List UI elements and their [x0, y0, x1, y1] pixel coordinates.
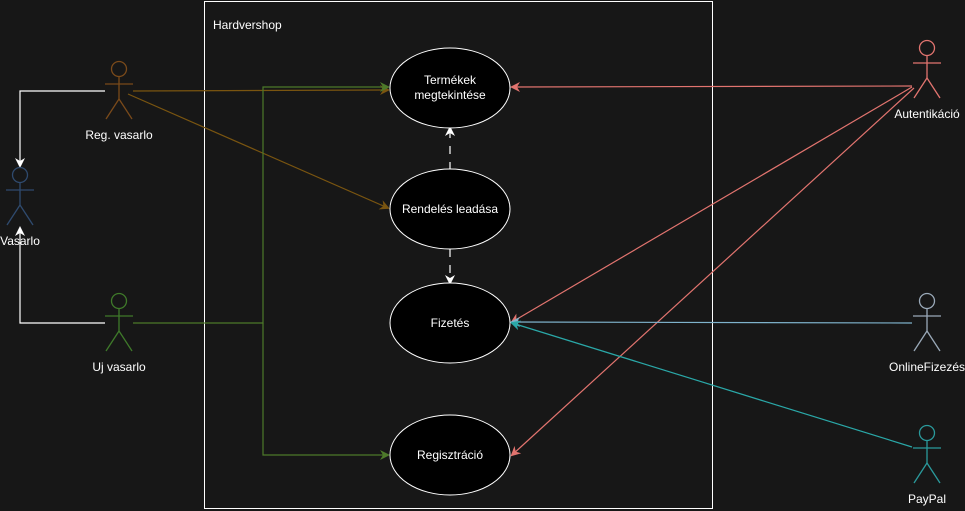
actor-left-leg — [6, 204, 21, 226]
actor-head — [918, 39, 936, 57]
actor-autentikacio-label: Autentikáció — [894, 107, 960, 121]
use-case-rendeles-label: Rendelés leadása — [402, 202, 498, 216]
actor-right-leg — [118, 98, 133, 120]
use-case-termekek-megtekintese[interactable]: Termékek megtekintése — [389, 47, 511, 129]
edge-reg-vasarlo-to-vasarlo[interactable] — [15, 90, 105, 168]
actor-head — [110, 292, 128, 310]
actor-left-leg — [913, 330, 928, 352]
edge-auth-to-regisztracio[interactable] — [510, 87, 915, 457]
actor-head — [918, 292, 936, 310]
use-case-termekek-label-line2: megtekintése — [414, 88, 486, 102]
system-title: Hardvershop — [213, 18, 282, 32]
actor-reg-vasarlo[interactable] — [105, 60, 133, 120]
actor-online-fizetes-label: OnlineFizezés — [889, 360, 965, 374]
actor-left-leg — [913, 462, 928, 484]
use-case-regisztracio[interactable]: Regisztráció — [389, 414, 511, 496]
actor-right-leg — [926, 330, 941, 352]
actor-right-leg — [118, 330, 133, 352]
edge-uj-to-regisztracio[interactable] — [262, 323, 390, 460]
actor-paypal[interactable] — [913, 424, 941, 484]
use-case-regisztracio-label: Regisztráció — [417, 448, 483, 462]
use-case-fizetes-label: Fizetés — [431, 316, 470, 330]
use-case-fizetes[interactable]: Fizetés — [389, 282, 511, 364]
actor-left-leg — [105, 330, 120, 352]
actor-vasarlo[interactable] — [6, 166, 34, 226]
use-case-termekek-label-line1: Termékek — [424, 73, 477, 87]
edge-reg-to-rendeles[interactable] — [127, 93, 390, 210]
edge-uj-to-termekek[interactable] — [133, 82, 390, 324]
actor-paypal-label: PayPal — [908, 492, 946, 506]
actor-right-leg — [19, 204, 34, 226]
edge-paypal-to-fizetes[interactable] — [510, 320, 913, 448]
actor-head — [918, 424, 936, 442]
actor-left-leg — [913, 77, 928, 99]
edge-auth-to-fizetes[interactable] — [510, 86, 913, 324]
actor-uj-vasarlo[interactable] — [105, 292, 133, 352]
actor-right-leg — [926, 462, 941, 484]
actor-online-fizetes[interactable] — [913, 292, 941, 352]
edge-uj-vasarlo-to-vasarlo[interactable] — [15, 226, 105, 324]
actor-autentikacio[interactable] — [913, 39, 941, 99]
actor-head — [11, 166, 29, 184]
edge-reg-to-termekek[interactable] — [132, 85, 390, 96]
actor-left-leg — [105, 98, 120, 120]
actor-vasarlo-label: Vasarlo — [0, 234, 40, 248]
edge-online-to-fizetes[interactable] — [510, 317, 913, 328]
system-boundary[interactable] — [204, 1, 713, 509]
actor-right-leg — [926, 77, 941, 99]
actor-head — [110, 60, 128, 78]
actor-uj-vasarlo-label: Uj vasarlo — [92, 360, 146, 374]
edge-auth-to-termekek[interactable] — [510, 81, 913, 92]
actor-reg-vasarlo-label: Reg. vasarlo — [85, 128, 153, 142]
use-case-rendeles-leadasa[interactable]: Rendelés leadása — [389, 168, 511, 250]
